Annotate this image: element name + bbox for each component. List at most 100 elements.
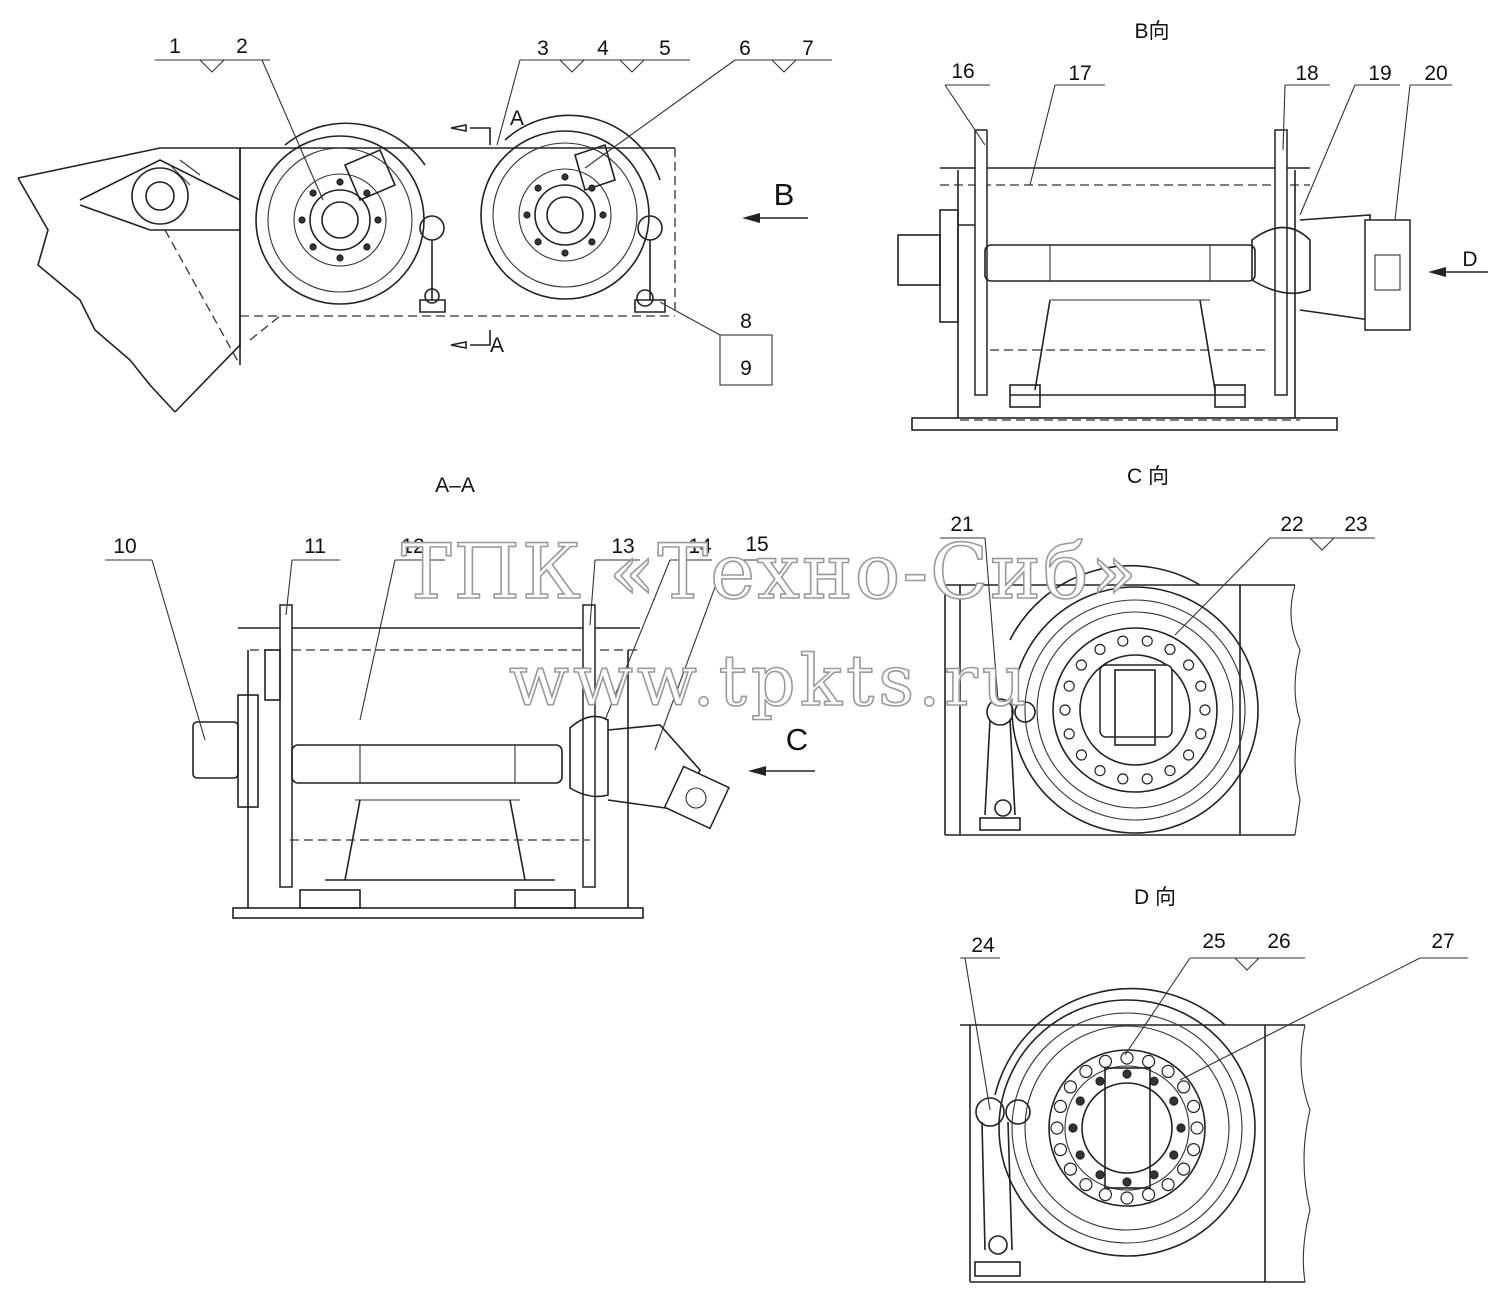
arrow-c-label: C [786,722,808,757]
callout-24: 24 [971,934,995,957]
bolt-hole [1120,1191,1134,1205]
bolt-hole [1190,1121,1204,1135]
bolt-hole [1186,1142,1201,1157]
bolt-hole [374,216,382,224]
bolt-hole [1059,704,1071,716]
bolt-hole [1195,680,1207,692]
view-b [897,129,1488,431]
callout-9: 9 [740,357,752,380]
bolt-hole [1095,1170,1105,1180]
bolt-hole [561,173,569,181]
callout-26: 26 [1267,930,1290,953]
bolt-hole [1063,1080,1078,1094]
bolt-hole [1075,659,1088,671]
bolt-hole [1117,635,1129,647]
callout-4: 4 [597,37,609,60]
bolt-hole [1176,1123,1186,1133]
bolt-hole [1122,1069,1132,1079]
view-d [960,987,1311,1283]
arrow-a-top-label: A [510,107,524,130]
callout-3: 3 [537,37,549,60]
bolt-hole [309,189,317,197]
bolt-hole [1117,773,1129,785]
bolt-hole [1095,1076,1105,1086]
callout-25: 25 [1202,930,1225,953]
callout-20: 20 [1424,62,1447,85]
callout-1: 1 [169,35,181,58]
bolt-hole [1141,1187,1156,1202]
bolt-hole [1050,1121,1064,1135]
callout-10: 10 [113,535,136,558]
bolt-hole [588,184,596,192]
bolt-hole [534,184,542,192]
callout-16: 16 [951,60,974,83]
view-a-a [192,604,815,919]
bolt-hole [1141,635,1153,647]
callout-11: 11 [304,535,326,558]
callout-18: 18 [1295,62,1318,85]
bolt-hole [1063,728,1075,740]
bolt-hole [1169,1150,1179,1160]
callout-7: 7 [802,37,814,60]
watermark-line-2: www.tpkts.ru [509,640,1031,722]
callout-5: 5 [659,37,671,60]
view-titles: B向 A–A C 向 D 向 A A B C D [435,20,1477,909]
bolt-hole [1053,1142,1068,1157]
bolt-hole [523,211,531,219]
bolt-hole [1176,1080,1191,1094]
callout-27: 27 [1431,930,1454,953]
bolt-hole [1149,1076,1159,1086]
bolt-hole [1164,643,1176,656]
callout-23: 23 [1344,513,1367,536]
callout-17: 17 [1068,62,1091,85]
bolt-hole [363,243,371,251]
view-c [944,565,1301,836]
bolt-hole [1098,1187,1113,1202]
bolt-hole [1161,1177,1175,1192]
bolt-hole [1098,1054,1113,1069]
arrow-a-bottom-label: A [490,334,504,357]
bolt-hole [336,254,344,262]
callout-21: 21 [950,513,973,536]
arrow-d-label: D [1462,248,1477,271]
callout-6: 6 [739,37,751,60]
bolt-hole [1075,1150,1085,1160]
bolt-hole [561,249,569,257]
bolt-hole [1122,1177,1132,1187]
bolt-hole [1079,1177,1093,1192]
bolt-hole [1079,1064,1093,1079]
main-view [17,114,808,413]
bolt-hole [309,243,317,251]
bolt-hole [298,216,306,224]
leader-lines [105,59,1468,1111]
bolt-hole [1149,1170,1159,1180]
bolt-hole [1186,1099,1201,1114]
callout-8: 8 [740,310,752,333]
callout-13: 13 [611,535,634,558]
callout-15: 15 [745,533,768,556]
bolt-hole [1199,704,1211,716]
bolt-hole [1176,1162,1191,1176]
callout-22: 22 [1280,513,1303,536]
view-d-title: D 向 [1134,886,1176,909]
watermark: ТПК «Техно-Сиб» www.tpkts.ru [400,526,1138,723]
bolt-hole [1094,764,1106,777]
bolt-hole [1063,1162,1078,1176]
callout-2: 2 [236,35,248,58]
callout-19: 19 [1368,62,1391,85]
bolt-hole [534,238,542,246]
bolt-hole [1141,773,1153,785]
bolt-hole [1164,764,1176,777]
bolt-hole [1169,1096,1179,1106]
callout-14: 14 [688,535,712,558]
bolt-hole [1161,1064,1175,1079]
bolt-hole [363,189,371,197]
bolt-hole [1195,728,1207,740]
bolt-hole [336,178,344,186]
view-c-title: C 向 [1127,465,1169,488]
view-b-title: B向 [1134,20,1169,43]
bolt-hole [1063,680,1075,692]
bolt-hole [1068,1123,1078,1133]
